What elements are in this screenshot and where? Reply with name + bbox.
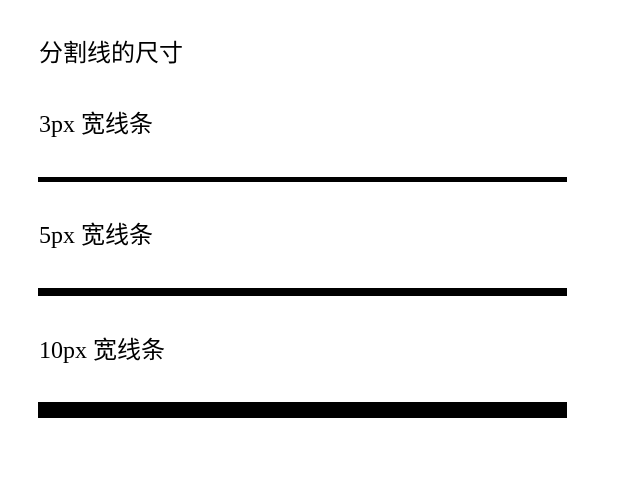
page-title: 分割线的尺寸 <box>39 41 183 67</box>
divider-line-3px <box>38 177 567 182</box>
section-label-10px: 10px 宽线条 <box>39 338 165 364</box>
divider-line-10px <box>38 402 567 418</box>
section-label-5px: 5px 宽线条 <box>39 223 153 249</box>
divider-line-5px <box>38 288 567 296</box>
section-label-3px: 3px 宽线条 <box>39 112 153 138</box>
